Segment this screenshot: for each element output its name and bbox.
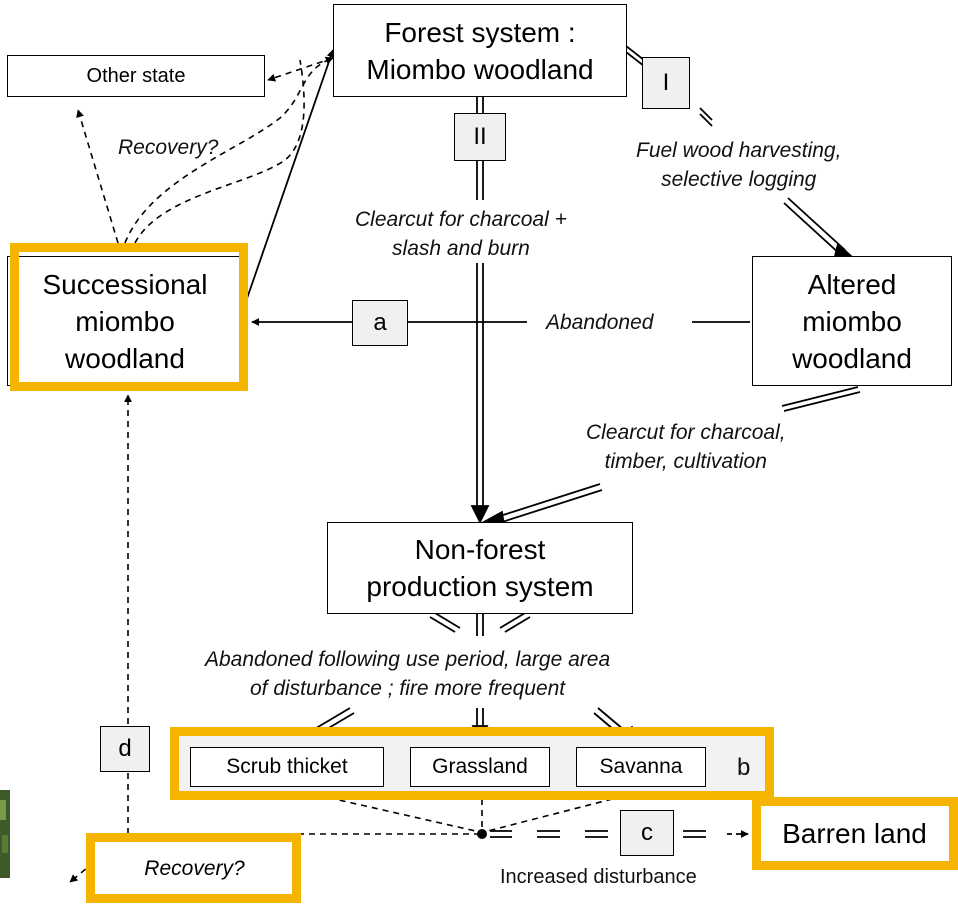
fuel-wood-label: Fuel wood harvesting, selective logging	[636, 139, 842, 191]
clearcut-timber-label: Clearcut for charcoal, timber, cultivati…	[586, 421, 786, 473]
recovery-top-label: Recovery?	[118, 136, 219, 159]
clearcut-charcoal-burn-label: Clearcut for charcoal + slash and burn	[355, 205, 567, 263]
non-forest-box: Non-forest production system	[327, 522, 633, 614]
successional-box: Successional miombo woodland	[7, 256, 243, 386]
recovery-curve-2	[134, 59, 305, 244]
forest-system-label: Forest system : Miombo woodland	[366, 16, 594, 85]
arrow-to-barren	[490, 830, 749, 838]
savanna-box: Savanna	[576, 747, 706, 787]
abandoned-following-label: Abandoned following use period, large ar…	[205, 648, 611, 700]
recovery-bottom-box: Recovery?	[92, 840, 297, 898]
non-forest-label: Non-forest production system	[366, 534, 594, 602]
abandoned-label: Abandoned	[546, 311, 654, 334]
barren-land-box: Barren land	[757, 805, 952, 863]
arrow-successional-to-forest	[242, 49, 335, 311]
increased-disturbance-label: Increased disturbance	[500, 866, 697, 888]
barren-land-label: Barren land	[782, 818, 927, 849]
recovery-bottom-label: Recovery?	[144, 857, 245, 880]
scrub-thicket-box: Scrub thicket	[190, 747, 384, 787]
grassland-label: Grassland	[432, 755, 528, 778]
tag-II: II	[454, 113, 506, 161]
other-state-label: Other state	[86, 64, 186, 87]
tag-d: d	[100, 726, 150, 772]
scrub-thicket-label: Scrub thicket	[226, 755, 348, 778]
tag-c: c	[620, 810, 674, 856]
tag-I: I	[642, 57, 690, 109]
successional-label: Successional miombo woodland	[42, 268, 208, 374]
arrow-recovery-d	[69, 394, 132, 883]
altered-label: Altered miombo woodland	[792, 268, 912, 374]
altered-box: Altered miombo woodland	[752, 256, 952, 386]
other-state-box: Other state	[7, 55, 265, 97]
arrow-forest-to-nonforest	[470, 96, 490, 525]
dot-disturbance	[477, 829, 487, 839]
photo-fragment	[0, 790, 10, 878]
tag-a: a	[352, 300, 408, 346]
arrow-forest-to-other	[267, 57, 334, 82]
tag-b: b	[737, 754, 751, 781]
savanna-label: Savanna	[599, 755, 683, 778]
grassland-box: Grassland	[410, 747, 550, 787]
forest-system-box: Forest system : Miombo woodland	[333, 4, 627, 97]
arrow-successional-to-other	[76, 109, 119, 244]
dashes-outcomes-to-disturbance	[128, 787, 656, 835]
